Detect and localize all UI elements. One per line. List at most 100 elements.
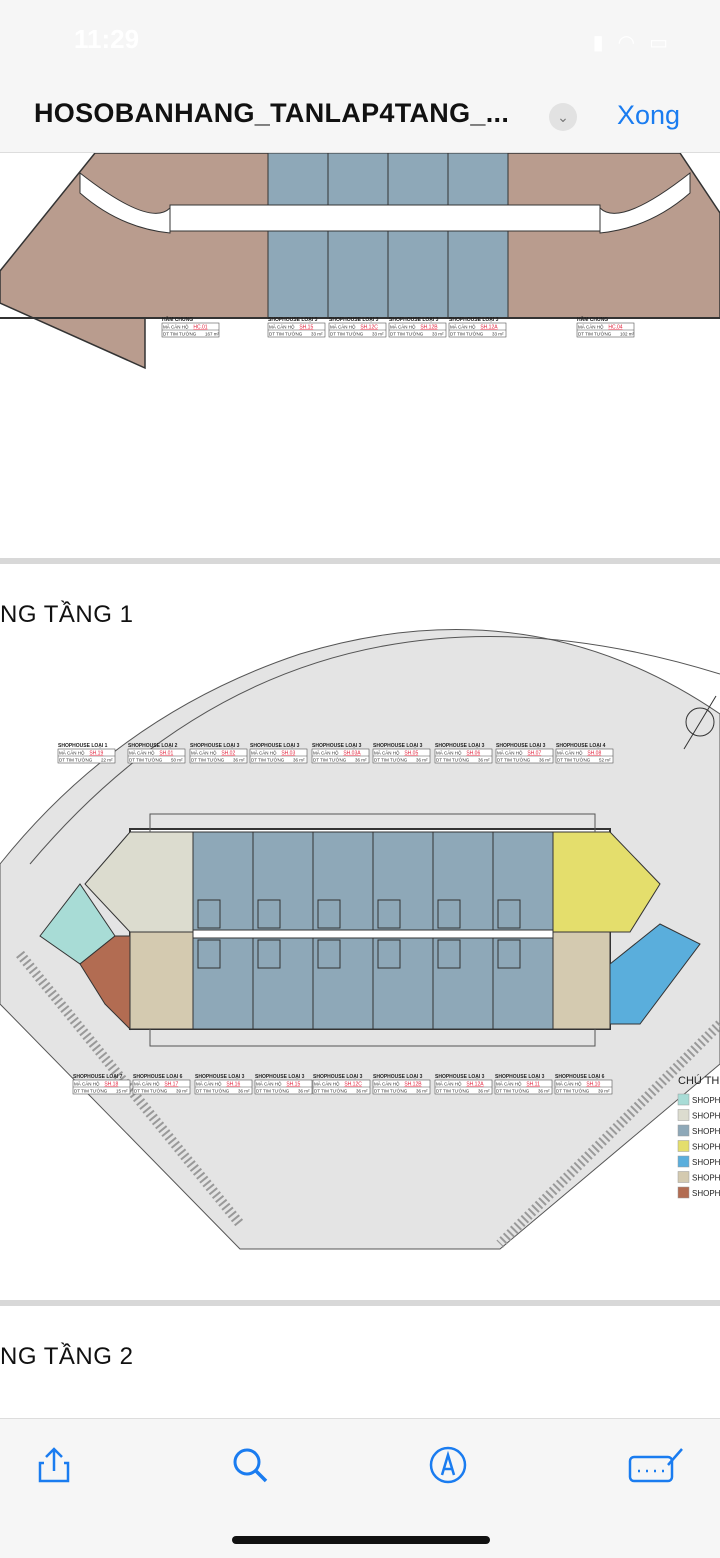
code-label: MÃ CĂN HỘ (134, 1081, 160, 1087)
unit-type: SHOPHOUSE LOẠI 3 (195, 1074, 245, 1080)
code-label: MÃ CĂN HỘ (450, 324, 476, 330)
area-label: DT TIM TƯỜNG (163, 331, 197, 337)
code-label: MÃ CĂN HỘ (374, 750, 400, 756)
search-icon[interactable] (230, 1445, 270, 1485)
unit-area: 36 m² (238, 1089, 250, 1094)
unit-code: SH.12B (404, 1082, 422, 1088)
unit-area: 33 m² (432, 332, 444, 337)
unit-type: SHOPHOUSE LOẠI 3 (373, 1074, 423, 1080)
code-label: MÃ CĂN HỘ (256, 1081, 282, 1087)
unit-area: 33 m² (492, 332, 504, 337)
stair (377, 899, 401, 929)
area-label: DT TIM TƯỜNG (496, 1088, 530, 1094)
pdf-page-floor2: NG TẦNG 2 (0, 1306, 720, 1418)
markup-icon[interactable] (428, 1445, 468, 1485)
legend-label: SHOPH (692, 1174, 720, 1183)
stair (197, 939, 221, 969)
unit-code: SH.15 (299, 325, 313, 331)
unit-sh08 (552, 831, 661, 933)
legend-swatch (677, 1109, 690, 1121)
area-label: DT TIM TƯỜNG (330, 331, 364, 337)
unit-area: 33 m² (311, 332, 323, 337)
area-label: DT TIM TƯỜNG (390, 331, 424, 337)
document-title[interactable]: HOSOBANHANG_TANLAP4TANG_... (34, 98, 510, 128)
code-label: MÃ CĂN HỘ (59, 750, 85, 756)
code-label: MÃ CĂN HỘ (496, 1081, 522, 1087)
unit-bottom (252, 937, 314, 1030)
legend-item: SHOPH (677, 1124, 720, 1137)
curved-ramp-left (79, 171, 171, 234)
unit-top (432, 831, 494, 931)
legend-swatch (677, 1155, 690, 1168)
unit-type: SHOPHOUSE LOẠI 3 (389, 317, 439, 323)
unit-sh09 (609, 923, 701, 1025)
unit-top (372, 831, 434, 931)
area-label: DT TIM TƯỜNG (497, 757, 531, 763)
signal-icon: ▮ (592, 32, 604, 54)
unit-area: 22 m² (101, 758, 113, 763)
navigation-bar: 11:29 ▮ ◠ ▭ HOSOBANHANG_TANLAP4TANG_... … (0, 0, 720, 153)
signature-icon[interactable] (628, 1445, 684, 1485)
share-icon[interactable] (34, 1445, 74, 1485)
home-indicator (232, 1536, 490, 1544)
unit-code: SH.03 (281, 751, 295, 757)
area-label: DT TIM TƯỜNG (134, 1088, 168, 1094)
stair (377, 939, 401, 969)
area-label: DT TIM TƯỜNG (314, 1088, 348, 1094)
code-label: MÃ CĂN HỘ (436, 750, 462, 756)
unit-code: SH.06 (466, 751, 480, 757)
corridor (169, 204, 601, 232)
unit-type: SHOPHOUSE LOẠI 4 (556, 743, 606, 749)
chevron-down-icon[interactable]: ⌄ (549, 103, 577, 131)
area-label: DT TIM TƯỜNG (129, 757, 163, 763)
wifi-icon: ◠ (617, 32, 636, 54)
done-button[interactable]: Xong (617, 100, 681, 130)
legend-item: SHOPH (677, 1140, 720, 1152)
legend-label: SHOPH (692, 1143, 720, 1152)
legend-title: CHÚ TH (678, 1074, 719, 1087)
basement-unit (447, 153, 509, 319)
unit-area: 36 m² (355, 758, 367, 763)
unit-code: SH.12B (420, 325, 438, 331)
unit-area: 36 m² (416, 1089, 428, 1094)
legend-swatch (677, 1124, 690, 1137)
unit-type: SHOPHOUSE LOẠI 3 (496, 743, 546, 749)
unit-code: SH.11 (526, 1082, 540, 1088)
unit-area: 36 m² (416, 758, 428, 763)
page-separator (0, 558, 720, 564)
area-label: DT TIM TƯỜNG (374, 757, 408, 763)
unit-bottom (432, 937, 494, 1030)
unit-code: SH.10 (586, 1082, 600, 1088)
unit-type: SHOPHOUSE LOẠI 6 (555, 1074, 605, 1080)
stair (257, 939, 281, 969)
unit-sh17 (129, 931, 194, 1030)
unit-type: HẦM CHUNG (577, 316, 608, 323)
unit-type: SHOPHOUSE LOẠI 3 (373, 743, 423, 749)
basement-unit (387, 153, 449, 319)
